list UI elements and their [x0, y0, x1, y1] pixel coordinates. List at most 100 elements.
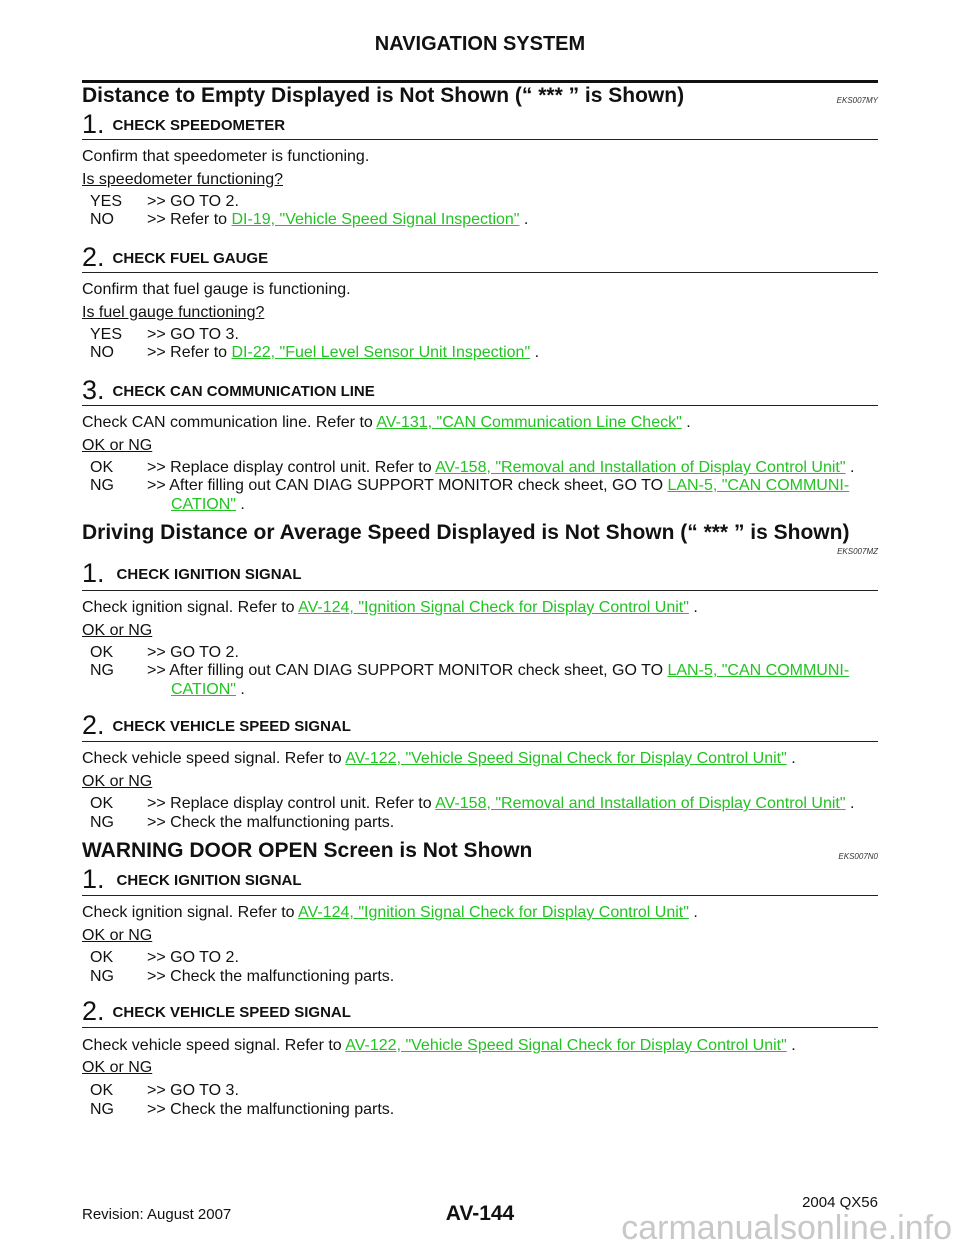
step-text: Check CAN communication line. Refer to A… [82, 414, 691, 432]
reference-link[interactable]: CATION" [171, 681, 236, 698]
reference-link[interactable]: AV-122, "Vehicle Speed Signal Check for … [345, 750, 787, 767]
answer-text: >> After filling out CAN DIAG SUPPORT MO… [147, 477, 849, 495]
step-heading: 2.CHECK VEHICLE SPEED SIGNAL [82, 711, 351, 741]
text-prefix: Check vehicle speed signal. Refer to [82, 750, 346, 767]
step-title: CHECK FUEL GAUGE [112, 250, 269, 267]
answer-text: >> GO TO 2. [147, 644, 239, 661]
text-prefix: Check ignition signal. Refer to [82, 904, 299, 921]
step-rule [82, 272, 878, 273]
answer-text: >> Check the malfunctioning parts. [147, 1101, 395, 1118]
answer-text: >> After filling out CAN DIAG SUPPORT MO… [147, 662, 849, 680]
step-heading: 1. CHECK SPEEDOMETER [82, 110, 285, 140]
answer-text: >> Refer to DI-19, "Vehicle Speed Signal… [147, 211, 528, 229]
answer-suffix: . [530, 344, 540, 361]
reference-link[interactable]: AV-158, "Removal and Installation of Dis… [435, 795, 846, 812]
section-code: EKS007N0 [838, 852, 878, 861]
step-number: 1. [82, 109, 105, 139]
step-heading: 1. CHECK IGNITION SIGNAL [82, 559, 302, 589]
step-number: 2. [82, 242, 105, 272]
answer-prefix: >> Replace display control unit. Refer t… [147, 795, 436, 812]
reference-link[interactable]: AV-131, "CAN Communication Line Check" [376, 414, 682, 431]
text-suffix: . [681, 414, 691, 431]
text-suffix: . [688, 599, 698, 616]
answer-label: NO [90, 344, 114, 361]
answer-prefix: >> After filling out CAN DIAG SUPPORT MO… [147, 477, 668, 494]
step-heading: 2. CHECK FUEL GAUGE [82, 243, 268, 273]
answer-prefix: >> Replace display control unit. Refer t… [147, 459, 436, 476]
step-title: CHECK SPEEDOMETER [112, 117, 286, 134]
step-title: CHECK IGNITION SIGNAL [116, 566, 302, 583]
reference-link[interactable]: DI-22, "Fuel Level Sensor Unit Inspectio… [231, 344, 531, 361]
reference-link[interactable]: LAN-5, "CAN COMMUNI- [667, 662, 850, 679]
answer-text: >> Check the malfunctioning parts. [147, 968, 395, 985]
step-rule [82, 405, 878, 406]
answer-text: >> GO TO 2. [147, 949, 239, 966]
answer-continuation: CATION" . [171, 496, 245, 514]
step-question: Is speedometer functioning? [82, 171, 284, 188]
step-question: Is fuel gauge functioning? [82, 304, 265, 321]
step-rule [82, 590, 878, 591]
text-suffix: . [688, 904, 698, 921]
reference-link[interactable]: LAN-5, "CAN COMMUNI- [667, 477, 850, 494]
answer-label: YES [90, 326, 123, 343]
step-number: 3. [82, 375, 105, 405]
section-code: EKS007MZ [837, 547, 878, 556]
step-number: 1. [82, 558, 105, 588]
answer-label: OK [90, 1082, 114, 1099]
reference-link[interactable]: AV-124, "Ignition Signal Check for Displ… [298, 599, 689, 616]
step-text: Confirm that fuel gauge is functioning. [82, 281, 351, 298]
step-text: Check vehicle speed signal. Refer to AV-… [82, 750, 796, 768]
page-number: AV-144 [445, 1202, 515, 1225]
step-question: OK or NG [82, 773, 153, 790]
text-suffix: . [786, 750, 796, 767]
answer-suffix: . [519, 211, 529, 228]
reference-link[interactable]: CATION" [171, 496, 236, 513]
text-prefix: Check CAN communication line. Refer to [82, 414, 377, 431]
step-title: CHECK VEHICLE SPEED SIGNAL [112, 718, 351, 735]
step-rule [82, 139, 878, 140]
answer-text: >> Replace display control unit. Refer t… [147, 459, 854, 477]
answer-label: NO [90, 211, 114, 228]
step-heading: 2.CHECK VEHICLE SPEED SIGNAL [82, 997, 351, 1027]
step-heading: 1. CHECK IGNITION SIGNAL [82, 865, 302, 895]
reference-link[interactable]: AV-122, "Vehicle Speed Signal Check for … [345, 1037, 787, 1054]
step-question: OK or NG [82, 927, 153, 944]
answer-label: OK [90, 459, 114, 476]
answer-label: NG [90, 477, 114, 494]
section-title: Driving Distance or Average Speed Displa… [82, 521, 850, 544]
reference-link[interactable]: AV-124, "Ignition Signal Check for Displ… [298, 904, 689, 921]
reference-link[interactable]: DI-19, "Vehicle Speed Signal Inspection" [231, 211, 520, 228]
step-text: Check ignition signal. Refer to AV-124, … [82, 904, 698, 922]
answer-label: NG [90, 814, 114, 831]
answer-label: NG [90, 662, 114, 679]
answer-suffix: . [845, 459, 855, 476]
section-code: EKS007MY [836, 96, 878, 105]
answer-suffix: . [235, 496, 245, 513]
answer-prefix: >> Refer to [147, 211, 232, 228]
answer-label: OK [90, 949, 114, 966]
step-question: OK or NG [82, 622, 153, 639]
answer-prefix: >> After filling out CAN DIAG SUPPORT MO… [147, 662, 668, 679]
watermark: carmanualsonline.info [621, 1209, 952, 1242]
answer-prefix: >> Refer to [147, 344, 232, 361]
step-text: Check ignition signal. Refer to AV-124, … [82, 599, 698, 617]
step-rule [82, 895, 878, 896]
answer-suffix: . [845, 795, 855, 812]
reference-link[interactable]: AV-158, "Removal and Installation of Dis… [435, 459, 846, 476]
answer-label: NG [90, 968, 114, 985]
step-text: Check vehicle speed signal. Refer to AV-… [82, 1037, 796, 1055]
revision-date: Revision: August 2007 [82, 1206, 232, 1223]
answer-suffix: . [235, 681, 245, 698]
text-prefix: Check ignition signal. Refer to [82, 599, 299, 616]
answer-text: >> Check the malfunctioning parts. [147, 814, 395, 831]
answer-label: NG [90, 1101, 114, 1118]
answer-text: >> GO TO 3. [147, 326, 239, 343]
step-title: CHECK VEHICLE SPEED SIGNAL [112, 1004, 351, 1021]
answer-label: YES [90, 193, 123, 210]
section-title: Distance to Empty Displayed is Not Shown… [82, 84, 685, 107]
step-number: 1. [82, 864, 105, 894]
answer-text: >> Replace display control unit. Refer t… [147, 795, 854, 813]
step-title: CHECK IGNITION SIGNAL [116, 872, 302, 889]
vehicle-model: 2004 QX56 [802, 1194, 878, 1211]
text-prefix: Check vehicle speed signal. Refer to [82, 1037, 346, 1054]
